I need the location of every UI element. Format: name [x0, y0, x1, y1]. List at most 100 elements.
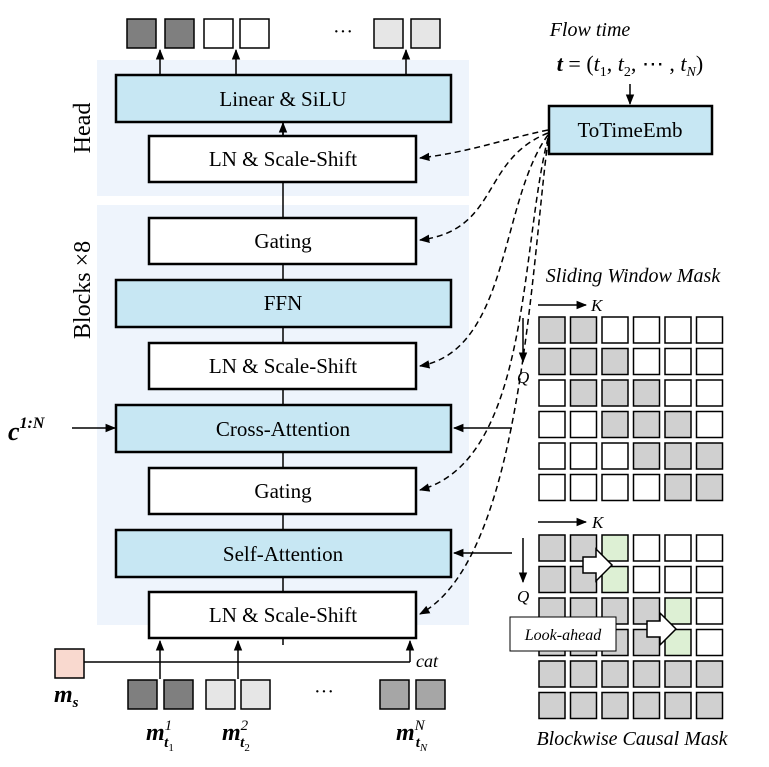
sliding-mask-title: Sliding Window Mask — [546, 265, 722, 287]
condition-label: c1:N — [8, 415, 46, 446]
mask-cell — [695, 565, 724, 594]
mask-cell — [695, 534, 724, 562]
mask-cell — [601, 379, 629, 407]
mask-cell — [695, 628, 724, 657]
output-token — [410, 18, 441, 49]
sliding-q-label: Q — [517, 368, 529, 387]
blockwise-mask-title: Blockwise Causal Mask — [536, 728, 728, 750]
mask-cell — [632, 473, 661, 502]
to-time-emb-label: ToTimeEmb — [577, 118, 682, 142]
blockwise-q-label: Q — [517, 587, 529, 606]
input-token — [163, 679, 194, 710]
mask-cell — [569, 473, 598, 502]
mask-cell — [632, 379, 661, 407]
head-ln-label: LN & Scale-Shift — [209, 147, 357, 171]
mask-cell — [632, 660, 661, 688]
mask-cell — [664, 565, 692, 594]
source-token — [54, 648, 85, 679]
mask-cell — [664, 442, 692, 470]
source-label: ms — [54, 682, 79, 711]
time-link-head-ln — [418, 129, 549, 162]
linear-silu-label: Linear & SiLU — [219, 87, 346, 111]
blockwise-k-label: K — [591, 513, 605, 532]
mask-cell — [695, 442, 724, 470]
mask-cell — [538, 379, 566, 407]
mask-cell — [695, 597, 724, 625]
lookahead-callout: Look-ahead — [509, 616, 617, 652]
ffn-label: FFN — [264, 291, 303, 315]
bottom-ln-box: LN & Scale-Shift — [147, 590, 418, 640]
bottom-ln-label: LN & Scale-Shift — [209, 603, 357, 627]
mask-cell — [601, 442, 629, 470]
self-attention-label: Self-Attention — [223, 542, 344, 566]
ellipsis-top: ··· — [333, 21, 353, 43]
time-link-gating-bottom — [418, 137, 549, 492]
mask-cell — [632, 691, 661, 720]
mask-cell — [538, 410, 566, 439]
mask-cell — [569, 442, 598, 470]
input-token — [205, 679, 236, 710]
mask-cell — [664, 379, 692, 407]
mask-cell — [538, 316, 566, 344]
sliding-k-label: K — [590, 296, 604, 315]
mask-cell — [569, 347, 598, 376]
mask-cell — [664, 410, 692, 439]
to-time-emb-box: ToTimeEmb — [547, 104, 714, 156]
mask-cell — [695, 379, 724, 407]
mask-cell — [695, 660, 724, 688]
input-token — [127, 679, 158, 710]
lookahead-arrow-1 — [582, 547, 614, 583]
input-token — [379, 679, 410, 710]
flow-time-title: Flow time — [549, 19, 631, 41]
mask-cell — [538, 534, 566, 562]
mask-cell — [632, 347, 661, 376]
head-label: Head — [70, 103, 96, 154]
head-ln-box: LN & Scale-Shift — [147, 134, 418, 184]
sliding-window-grid — [538, 316, 724, 502]
input-tokens — [127, 679, 446, 710]
mask-cell — [632, 316, 661, 344]
mask-cell — [664, 347, 692, 376]
mask-cell — [664, 691, 692, 720]
mask-cell — [601, 347, 629, 376]
lookahead-arrow-2 — [646, 611, 678, 647]
mask-cell — [695, 691, 724, 720]
time-link-mid-ln — [418, 134, 549, 369]
mask-cell — [664, 597, 692, 625]
self-attention-box: Self-Attention — [114, 528, 453, 579]
blocks-label: Blocks ×8 — [70, 241, 96, 339]
mask-cell — [695, 473, 724, 502]
ffn-box: FFN — [114, 278, 453, 329]
gating-bottom-box: Gating — [147, 466, 418, 516]
cat-label: cat — [416, 651, 439, 671]
cross-attention-label: Cross-Attention — [216, 417, 351, 441]
mask-cell — [664, 660, 692, 688]
output-token — [373, 18, 404, 49]
gating-bottom-label: Gating — [254, 479, 312, 503]
gating-top-label: Gating — [254, 229, 312, 253]
output-token — [239, 18, 270, 49]
gating-top-box: Gating — [147, 216, 418, 266]
ellipsis-bottom: ··· — [314, 681, 334, 703]
mask-cell — [632, 410, 661, 439]
mask-cell — [569, 660, 598, 688]
mid-ln-label: LN & Scale-Shift — [209, 354, 357, 378]
mask-cell — [601, 316, 629, 344]
mask-cell — [632, 442, 661, 470]
mask-cell — [538, 473, 566, 502]
mask-cell — [538, 442, 566, 470]
lookahead-label: Look-ahead — [524, 627, 602, 644]
mask-cell — [569, 410, 598, 439]
mask-cell — [538, 347, 566, 376]
mask-cell — [664, 316, 692, 344]
output-tokens — [126, 18, 441, 49]
mask-cell — [695, 410, 724, 439]
mid-ln-box: LN & Scale-Shift — [147, 341, 418, 391]
mask-cell — [601, 660, 629, 688]
mask-cell — [569, 379, 598, 407]
mask-cell — [538, 565, 566, 594]
input-token — [240, 679, 271, 710]
